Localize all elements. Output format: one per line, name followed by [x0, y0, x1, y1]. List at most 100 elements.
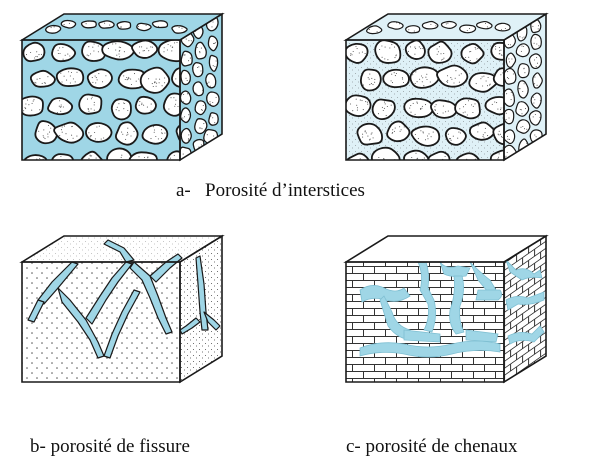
grain: [427, 150, 451, 160]
grain-speck: [533, 42, 535, 44]
grain: [55, 67, 85, 87]
grain-speck: [212, 101, 214, 104]
grain-speck: [508, 58, 510, 60]
grain-speck: [533, 59, 536, 61]
grain-speck: [142, 170, 143, 171]
grain-speck: [357, 167, 358, 168]
grain-speck: [100, 138, 102, 140]
grain-speck: [174, 105, 176, 107]
grain-speck: [198, 127, 201, 129]
grain-speck: [139, 46, 141, 48]
grain: [171, 25, 188, 34]
grain-speck: [65, 165, 66, 166]
grain-speck: [62, 46, 64, 48]
grain-speck: [361, 100, 363, 102]
grain-speck: [189, 57, 191, 59]
grain-speck: [472, 105, 474, 107]
grain: [468, 72, 499, 93]
grain-speck: [459, 108, 461, 110]
grain-speck: [469, 51, 471, 53]
grain-speck: [126, 161, 127, 162]
grain-speck: [420, 130, 422, 132]
grain-speck: [212, 117, 214, 119]
grain-speck: [178, 168, 179, 169]
grain-speck: [61, 81, 63, 83]
grain-speck: [38, 130, 40, 132]
grain-speck: [394, 57, 396, 59]
grain-speck: [92, 46, 94, 48]
grain-speck: [141, 104, 143, 106]
grain-speck: [501, 54, 503, 56]
grain-speck: [519, 108, 521, 111]
grain-speck: [436, 162, 437, 163]
grain-speck: [118, 46, 120, 48]
grain-speck: [185, 77, 187, 79]
grain-speck: [89, 136, 91, 138]
grain: [171, 66, 180, 88]
grain: [459, 24, 477, 34]
grain-speck: [521, 45, 523, 47]
grain-speck: [200, 109, 203, 111]
grain: [205, 72, 217, 89]
grain-speck: [116, 106, 118, 108]
grain-speck: [508, 138, 511, 140]
grain-speck: [453, 82, 455, 84]
grain-speck: [506, 77, 509, 79]
grain: [85, 122, 113, 143]
grain-speck: [454, 77, 456, 79]
grain-speck: [119, 49, 121, 52]
grain-speck: [167, 43, 169, 46]
grain-speck: [70, 71, 73, 74]
grain: [51, 43, 77, 63]
grain-speck: [177, 105, 179, 108]
grain-speck: [164, 82, 166, 84]
grain-speck: [173, 154, 175, 156]
grain-speck: [407, 50, 409, 52]
grain-speck: [164, 132, 166, 134]
grain-speck: [358, 52, 360, 54]
grain-speck: [36, 78, 38, 80]
grain-speck: [141, 102, 143, 104]
grain-speck: [115, 43, 117, 45]
grain-speck: [33, 161, 34, 162]
grain-speck: [444, 155, 446, 158]
caption-channel-porosity: c- porosité de chenaux: [346, 436, 518, 457]
grain-speck: [486, 85, 489, 87]
grain-speck: [212, 65, 214, 67]
grain-speck: [350, 54, 352, 56]
grain-speck: [196, 66, 199, 69]
grain-speck: [364, 130, 366, 132]
grain: [504, 67, 517, 85]
grain-speck: [497, 158, 499, 160]
grain-speck: [379, 48, 381, 51]
grains-side-a2: [504, 18, 543, 160]
grain-speck: [498, 153, 500, 155]
grain-speck: [420, 48, 422, 50]
grain-speck: [168, 108, 170, 110]
grain-speck: [510, 91, 512, 94]
grain-speck: [179, 167, 180, 168]
grain-speck: [539, 116, 541, 118]
grain: [78, 150, 105, 160]
grain-speck: [413, 30, 415, 32]
grain-speck: [396, 22, 398, 24]
grain-speck: [91, 155, 93, 157]
grain-speck: [60, 129, 63, 131]
grain: [387, 21, 404, 30]
grain-speck: [421, 105, 423, 107]
grain: [494, 22, 511, 32]
grain-speck: [96, 126, 98, 128]
grain-speck: [74, 81, 76, 83]
grain-speck: [393, 163, 394, 164]
grain-speck: [161, 85, 163, 87]
grain-speck: [63, 125, 66, 127]
grain-speck: [361, 51, 363, 53]
grain-speck: [64, 54, 66, 56]
grain-speck: [364, 131, 366, 133]
grain-speck: [60, 72, 62, 74]
grain: [346, 94, 372, 117]
grain-speck: [437, 162, 438, 163]
grain-speck: [534, 76, 536, 78]
grain-speck: [41, 82, 43, 84]
grain-speck: [523, 36, 525, 38]
